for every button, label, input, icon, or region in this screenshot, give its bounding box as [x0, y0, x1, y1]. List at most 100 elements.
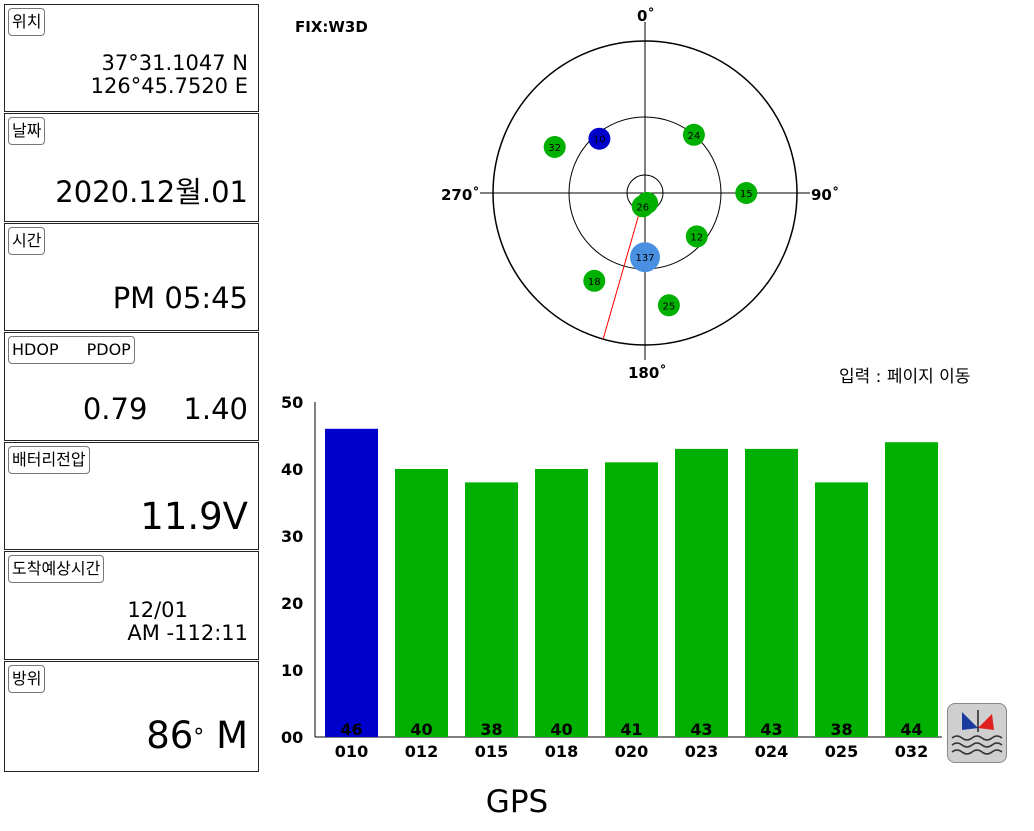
heading-degrees: 86: [146, 714, 194, 757]
pdop-value: 1.40: [183, 392, 248, 426]
battery-label[interactable]: 배터리전압: [8, 446, 90, 474]
satellite-skyplot: 0˚ 90˚ 180˚ 270˚ 321024152326121371825: [441, 7, 839, 382]
signal-bar-032: [885, 442, 938, 737]
signal-bar-010: [325, 428, 378, 737]
hdop-label: HDOP: [12, 340, 59, 359]
heading-panel: 방위 86° M: [4, 661, 259, 772]
eta-label[interactable]: 도착예상시간: [8, 555, 105, 583]
satellite-markers: 321024152326121371825: [543, 123, 758, 317]
satellite-marker: [583, 269, 606, 292]
signal-value-label: 38: [480, 720, 502, 739]
satellite-24: 24: [682, 123, 705, 146]
signal-bar-020: [605, 462, 658, 737]
satellite-marker: [682, 123, 705, 146]
satellite-26: 26: [631, 195, 654, 218]
signal-value-label: 44: [900, 720, 922, 739]
y-tick-label: 30: [281, 527, 303, 546]
heading-value: 86° M: [146, 716, 248, 756]
y-tick-label: 20: [281, 594, 303, 613]
dop-value: 0.79 1.40: [83, 393, 248, 425]
satellite-marker: [588, 127, 611, 150]
position-label[interactable]: 위치: [8, 8, 46, 36]
satellite-18: 18: [583, 269, 606, 292]
position-value: 37°31.1047 N 126°45.7520 E: [91, 52, 248, 98]
satellite-25: 25: [657, 294, 680, 317]
signal-value-label: 40: [410, 720, 432, 739]
skyplot-north-label: 0˚: [637, 7, 655, 25]
satellite-137: 137: [630, 242, 660, 273]
satellite-category-label: 018: [545, 742, 578, 761]
satellite-category-label: 023: [685, 742, 718, 761]
satellite-prn-label: 10: [593, 135, 606, 146]
satellite-prn-label: 32: [548, 143, 561, 154]
y-tick-label: 00: [281, 728, 303, 747]
signal-bar-012: [395, 469, 448, 737]
signal-value-label: 43: [690, 720, 712, 739]
satellite-marker: [735, 182, 758, 204]
time-value: PM 05:45: [112, 281, 248, 315]
dop-label[interactable]: HDOP PDOP: [8, 336, 135, 364]
hdop-value: 0.79: [82, 392, 148, 426]
heading-degree-sign: °: [193, 725, 205, 750]
satellite-marker: [631, 195, 654, 218]
satellite-category-label: 012: [405, 742, 438, 761]
satellite-prn-label: 18: [588, 277, 601, 288]
satellite-prn-label: 25: [663, 301, 676, 312]
signal-value-label: 40: [550, 720, 572, 739]
satellite-marker: [685, 225, 708, 248]
satellite-prn-label: 26: [636, 202, 649, 213]
page-navigation-hint: 입력 : 페이지 이동: [839, 367, 971, 387]
signal-bars: 46 010 40 012 38 015 40 018 41 020 43 023 43 024 38 025…: [325, 428, 938, 761]
satellite-10: 10: [588, 127, 611, 150]
satellite-category-label: 032: [895, 742, 928, 761]
time-panel: 시간 PM 05:45: [4, 223, 259, 331]
satellite-category-label: 024: [755, 742, 788, 761]
course-line: [602, 192, 646, 340]
eta-time: AM -112:11: [127, 621, 248, 645]
date-label[interactable]: 날짜: [8, 117, 46, 145]
battery-value: 11.9V: [140, 495, 248, 538]
eta-value: 12/01 AM -112:11: [127, 599, 248, 645]
skyplot-south-label: 180˚: [628, 364, 667, 382]
pdop-label: PDOP: [86, 340, 131, 359]
heading-label[interactable]: 방위: [8, 665, 46, 693]
signal-value-label: 38: [830, 720, 852, 739]
signal-value-label: 46: [340, 720, 362, 739]
time-label[interactable]: 시간: [8, 227, 46, 255]
y-tick-label: 40: [281, 460, 303, 479]
satellite-12: 12: [685, 225, 708, 248]
signal-value-label: 43: [760, 720, 782, 739]
dop-panel: HDOP PDOP 0.79 1.40: [4, 332, 259, 441]
position-panel: 위치 37°31.1047 N 126°45.7520 E: [4, 4, 259, 112]
satellite-marker: [657, 294, 680, 317]
skyplot-west-label: 270˚: [441, 186, 480, 204]
signal-bar-025: [815, 482, 868, 737]
page-title: GPS: [485, 784, 549, 820]
satellite-marker: [543, 136, 566, 158]
longitude-value: 126°45.7520 E: [90, 74, 248, 98]
fix-status: FIX:W3D: [295, 18, 368, 36]
signal-bar-018: [535, 469, 588, 737]
satellite-category-label: 015: [475, 742, 508, 761]
satellite-category-label: 025: [825, 742, 858, 761]
signal-bar-023: [675, 448, 728, 737]
brand-logo-icon: [951, 710, 1003, 755]
satellite-prn-label: 24: [688, 131, 701, 142]
date-panel: 날짜 2020.12월.01: [4, 113, 259, 222]
satellite-prn-label: 15: [740, 189, 753, 200]
satellite-category-label: 010: [335, 742, 368, 761]
signal-value-label: 41: [620, 720, 642, 739]
satellite-prn-label: 12: [690, 232, 703, 243]
y-tick-label: 50: [281, 393, 303, 412]
brand-logo-button[interactable]: [947, 703, 1007, 763]
skyplot-east-label: 90˚: [811, 186, 839, 204]
satellite-category-label: 020: [615, 742, 648, 761]
skyplot-horizon-ring: [492, 40, 798, 346]
signal-bar-024: [745, 448, 798, 737]
satellite-prn-label: 137: [635, 253, 654, 264]
signal-bar-015: [465, 482, 518, 737]
satellite-marker: [630, 242, 660, 273]
date-value: 2020.12월.01: [55, 175, 248, 209]
